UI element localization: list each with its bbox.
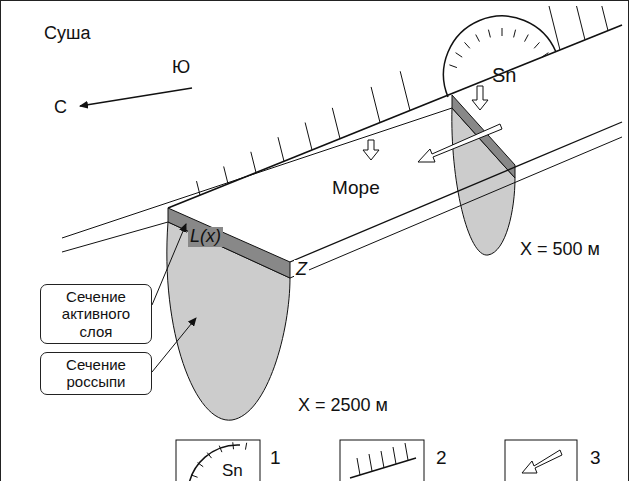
legend-number: 1 <box>270 448 281 469</box>
hatch-stroke <box>577 6 585 40</box>
distance-label: X = 500 м <box>520 240 600 260</box>
hatch-stroke <box>207 453 211 459</box>
land-label: Суша <box>44 24 90 44</box>
element-symbol: Sn <box>492 64 516 86</box>
hatch-stroke <box>514 30 516 38</box>
legend-number: 3 <box>590 448 601 469</box>
hatch-stroke <box>305 123 312 150</box>
direction-label: Ю <box>172 58 190 78</box>
legend-symbol: Sn <box>222 462 243 481</box>
hatch-stroke <box>449 65 457 68</box>
hatch-stroke <box>488 30 490 38</box>
width-label: L(x) <box>188 227 223 247</box>
hatch-stroke <box>219 446 222 452</box>
hatch-stroke <box>465 42 470 48</box>
hatch-stroke <box>602 6 608 31</box>
hatch-stroke <box>534 42 539 48</box>
hatch-stroke <box>400 71 410 110</box>
hatch-stroke <box>232 442 234 449</box>
depth-label: Z <box>294 260 309 280</box>
hatch-stroke <box>251 152 256 173</box>
callout-box: Сечение активного слоя <box>40 284 152 344</box>
hatch-stroke <box>502 28 503 36</box>
hatch-stroke <box>191 475 198 477</box>
distance-label: X = 2500 м <box>298 396 388 416</box>
callout-text: Сечение активного слоя <box>62 288 130 340</box>
callout-box: Сечение россыпи <box>40 352 152 395</box>
hatch-stroke <box>476 35 480 42</box>
hatch-stroke <box>371 87 380 123</box>
hatch-stroke <box>525 35 529 42</box>
hatch-stroke <box>224 166 228 183</box>
hatch-stroke <box>332 108 340 139</box>
sea-label: Море <box>332 178 380 199</box>
hatch-stroke <box>278 137 284 161</box>
hatch-stroke <box>456 53 463 57</box>
hatch-stroke <box>245 443 246 450</box>
hatch-stroke <box>198 463 204 467</box>
direction-label: С <box>54 98 67 118</box>
callout-text: Сечение россыпи <box>66 356 126 390</box>
legend-number: 2 <box>436 448 447 469</box>
